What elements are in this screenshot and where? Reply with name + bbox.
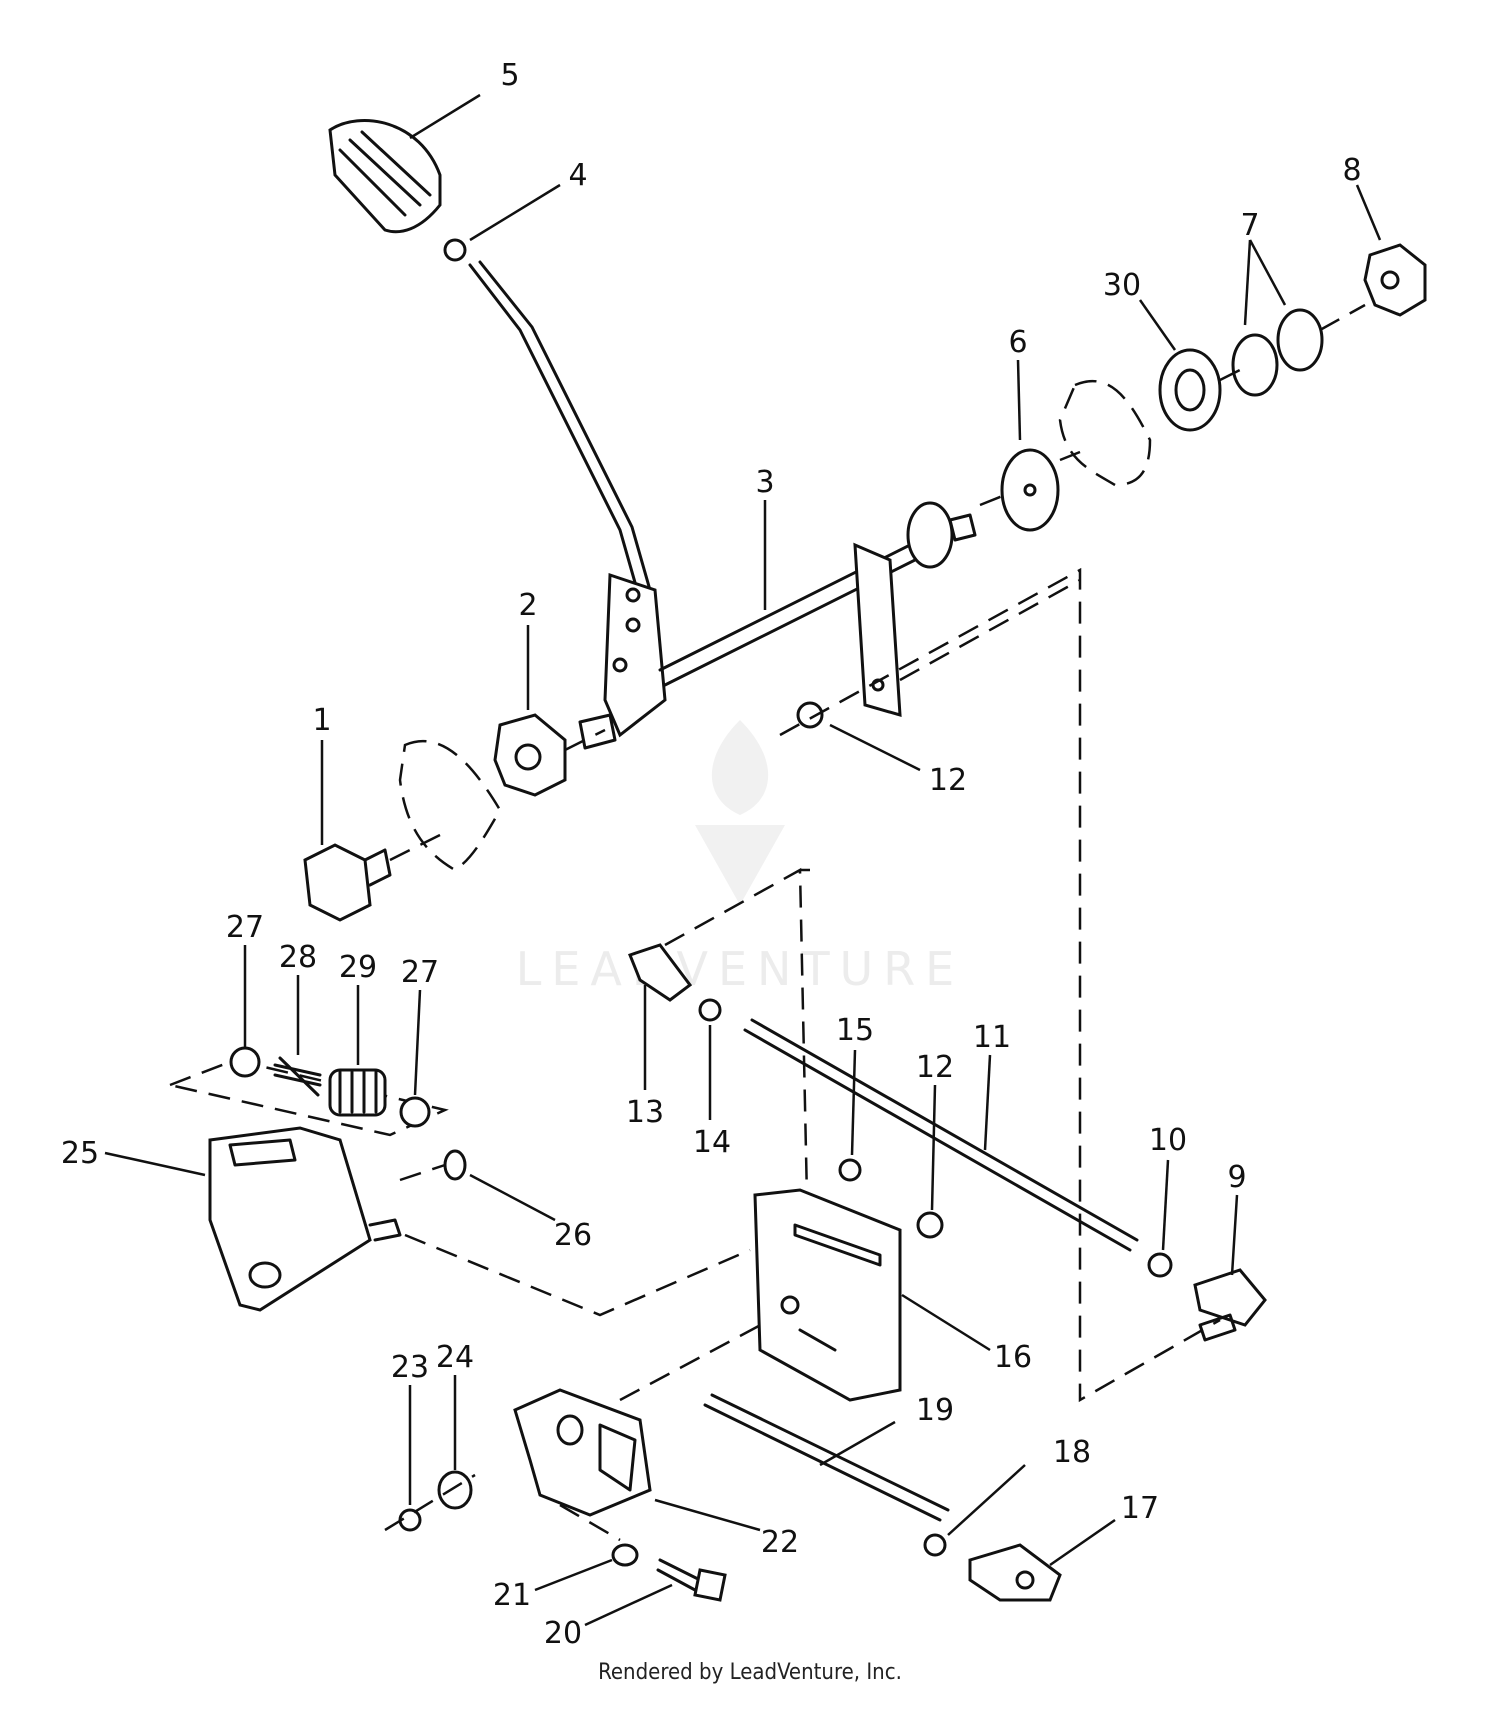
callout-28: 28 — [279, 940, 317, 975]
lock-nut-upper — [796, 701, 824, 729]
leader-lines — [104, 93, 1382, 1627]
spring-washer-1 — [1231, 333, 1279, 397]
control-rod — [743, 1018, 1139, 1252]
arm-routing — [384, 1318, 771, 1542]
flange-nut — [838, 1158, 862, 1182]
watermark-flame-icon — [711, 720, 769, 815]
cap-screw — [656, 1558, 727, 1602]
callout-16: 16 — [994, 1340, 1032, 1375]
hex-nut-top — [1363, 243, 1427, 317]
callout-22: 22 — [761, 1525, 799, 1560]
spring-washer-2 — [1276, 308, 1324, 372]
callout-18: 18 — [1053, 1435, 1091, 1470]
callout-29: 29 — [339, 950, 377, 985]
watermark-text: LEADVENTURE — [516, 942, 965, 996]
parts-drawing — [169, 118, 1427, 1602]
callout-3: 3 — [755, 465, 774, 500]
callout-10: 10 — [1149, 1123, 1187, 1158]
callout-23: 23 — [391, 1350, 429, 1385]
callout-26: 26 — [554, 1218, 592, 1253]
hex-nut — [493, 713, 567, 797]
hex-nut-rod — [1147, 1252, 1173, 1278]
clevis — [968, 1543, 1062, 1602]
shift-bracket — [753, 1188, 902, 1402]
pulley-washer — [1158, 348, 1222, 432]
callout-15: 15 — [836, 1013, 874, 1048]
bolt-washer — [611, 1543, 639, 1567]
callout-7: 7 — [1240, 208, 1259, 243]
callouts: 5 4 8 7 30 6 3 2 1 12 27 28 29 27 25 26 … — [61, 58, 1362, 1651]
callout-24: 24 — [436, 1340, 474, 1375]
callout-12-lower: 12 — [916, 1050, 954, 1085]
plate-routing — [399, 1163, 751, 1317]
callout-13: 13 — [626, 1095, 664, 1130]
callout-27-right: 27 — [401, 955, 439, 990]
callout-1: 1 — [312, 703, 331, 738]
retaining-ring — [443, 1149, 467, 1181]
watermark: LEADVENTURE — [516, 720, 965, 996]
shoulder-bolt — [303, 843, 392, 922]
swivel — [628, 943, 722, 1022]
footer-credit: Rendered by LeadVenture, Inc. — [598, 1660, 902, 1685]
lock-nut-lower — [916, 1211, 944, 1239]
arm-washer — [437, 1470, 473, 1510]
callout-14: 14 — [693, 1125, 731, 1160]
callout-20: 20 — [544, 1616, 582, 1651]
shift-arm — [513, 1388, 652, 1517]
callout-27-left: 27 — [226, 910, 264, 945]
dashed-plate-lower — [398, 739, 502, 872]
washer — [1000, 448, 1060, 532]
callout-5: 5 — [500, 58, 519, 93]
jam-nut — [443, 238, 467, 262]
callout-6: 6 — [1008, 325, 1027, 360]
detent-plate — [208, 1126, 402, 1312]
shift-lever — [468, 260, 667, 750]
callout-8: 8 — [1342, 153, 1361, 188]
shaft-axis — [979, 303, 1366, 507]
cross-shaft — [658, 501, 977, 718]
routing-line-right — [779, 567, 1221, 1403]
callout-21: 21 — [493, 1578, 531, 1613]
callout-9: 9 — [1227, 1160, 1246, 1195]
callout-19: 19 — [916, 1393, 954, 1428]
dashed-plate — [1058, 379, 1152, 487]
callout-11: 11 — [973, 1020, 1011, 1055]
knob — [328, 118, 442, 234]
bolt-axis — [389, 728, 606, 862]
callout-2: 2 — [518, 588, 537, 623]
swivel-routing — [664, 867, 812, 1341]
callout-12-upper: 12 — [929, 763, 967, 798]
watermark-v-icon — [695, 825, 785, 905]
rod-end — [1193, 1268, 1267, 1342]
link-nut — [923, 1533, 947, 1557]
callout-17: 17 — [1121, 1491, 1159, 1526]
shift-link — [703, 1393, 950, 1522]
callout-4: 4 — [568, 158, 587, 193]
callout-25: 25 — [61, 1136, 99, 1171]
callout-30: 30 — [1103, 268, 1141, 303]
detent-assembly — [169, 1046, 449, 1137]
